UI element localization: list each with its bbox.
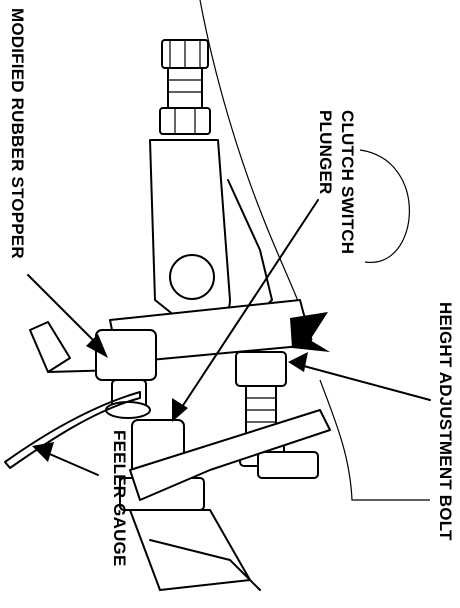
housing-outline-lower xyxy=(319,379,430,501)
arrow-height-adjustment-bolt xyxy=(288,352,431,401)
label-modified-rubber-stopper: MODIFIED RUBBER STOPPER xyxy=(8,8,27,259)
direction-arrow xyxy=(290,312,330,352)
circle-arc-outline xyxy=(359,149,410,263)
label-clutch-switch-line2: PLUNGER xyxy=(316,110,335,195)
pivot-pin xyxy=(169,254,215,300)
housing-outline xyxy=(199,0,313,341)
height-adjustment-bolt-assembly xyxy=(235,351,319,479)
threaded-rod xyxy=(159,39,211,135)
label-clutch-switch-line1: CLUTCH SWITCH xyxy=(338,110,357,255)
arrow-feeler-gauge xyxy=(32,442,99,476)
label-height-adjustment-bolt: HEIGHT ADJUSTMENT BOLT xyxy=(436,302,455,541)
lower-bracket xyxy=(149,539,261,591)
pedal-lever-plate xyxy=(129,409,331,501)
label-feeler-gauge: FEELER GAUGE xyxy=(110,430,129,567)
arrow-modified-rubber-stopper xyxy=(27,274,108,358)
arrow-clutch-switch-plunger xyxy=(172,199,319,422)
